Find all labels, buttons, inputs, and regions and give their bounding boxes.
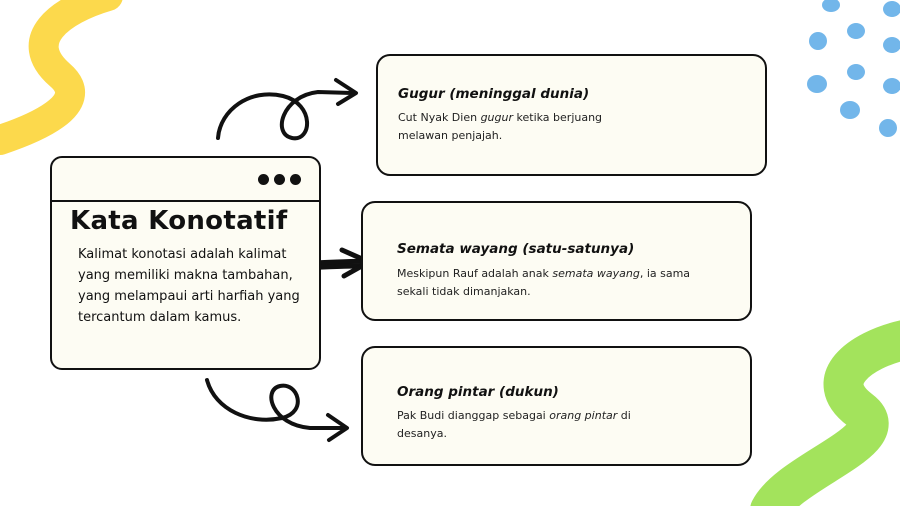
- dot: [274, 174, 285, 185]
- example-term: Semata wayang (satu-satunya): [397, 241, 635, 257]
- example-card-orang-pintar: Orang pintar (dukun) Pak Budi dianggap s…: [361, 346, 752, 466]
- example-term: Gugur (meninggal dunia): [398, 86, 590, 102]
- loop-arrow-icon: [205, 378, 349, 442]
- example-sentence: Pak Budi dianggap sebagai orang pintar d…: [397, 407, 647, 443]
- dot: [258, 174, 269, 185]
- sentence-text: ketika berjuang melawan penjajah.: [398, 111, 603, 142]
- sentence-text: di desanya.: [397, 409, 631, 440]
- window-dots-icon: [258, 174, 301, 185]
- yellow-squiggle-decoration: [0, 0, 123, 155]
- curly-arrow-icon: [216, 78, 358, 141]
- blue-dots-decoration: [807, 0, 900, 137]
- sentence-emphasis: orang pintar: [549, 409, 618, 422]
- sentence-text: Pak Budi dianggap sebagai: [397, 409, 550, 422]
- sentence-emphasis: semata wayang: [552, 267, 640, 280]
- title-divider: [52, 200, 319, 202]
- example-card-gugur: Gugur (meninggal dunia) Cut Nyak Dien gu…: [376, 54, 767, 176]
- main-concept-card: Kata Konotatif Kalimat konotasi adalah k…: [50, 156, 321, 370]
- main-title: Kata Konotatif: [70, 206, 288, 236]
- sentence-text: Cut Nyak Dien: [398, 111, 481, 124]
- example-sentence: Cut Nyak Dien gugur ketika berjuang mela…: [398, 109, 648, 145]
- example-term: Orang pintar (dukun): [397, 384, 559, 400]
- sentence-text: , ia sama sekali tidak dimanjakan.: [397, 267, 691, 298]
- example-card-semata-wayang: Semata wayang (satu-satunya) Meskipun Ra…: [361, 201, 752, 321]
- green-squiggle-decoration: [750, 320, 900, 506]
- sentence-emphasis: gugur: [480, 111, 514, 124]
- main-description: Kalimat konotasi adalah kalimat yang mem…: [78, 247, 300, 325]
- dot: [290, 174, 301, 185]
- example-sentence: Meskipun Rauf adalah anak semata wayang,…: [397, 265, 697, 301]
- sentence-text: Meskipun Rauf adalah anak: [397, 267, 553, 280]
